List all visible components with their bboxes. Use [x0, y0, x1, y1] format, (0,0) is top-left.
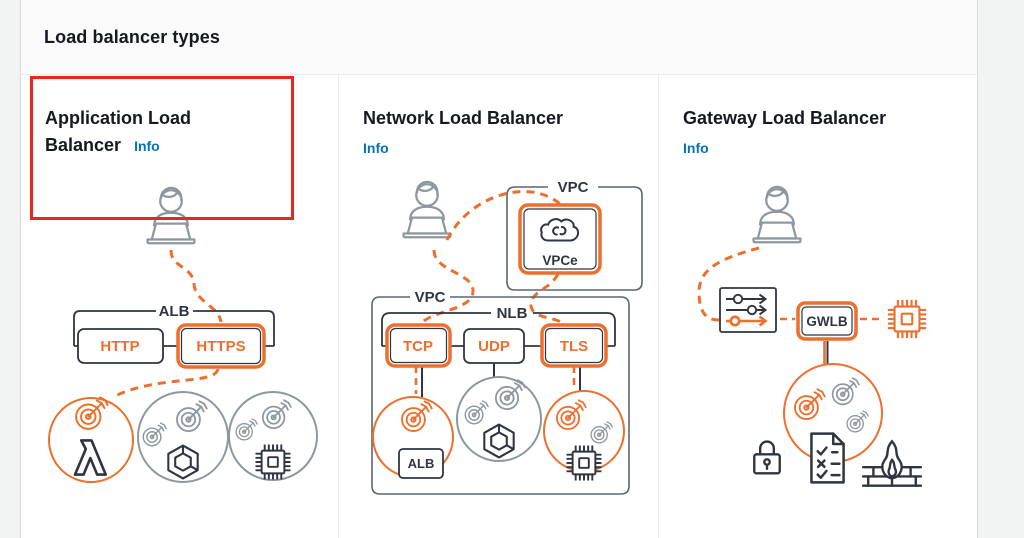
dashed-flow-line [114, 368, 220, 398]
target-group-circle [228, 391, 318, 481]
firewall-icon [861, 440, 923, 487]
panel-header: Load balancer types [21, 0, 977, 75]
card-network-load-balancer[interactable]: Network Load Balancer Info VPC VPCe VPC … [338, 75, 658, 538]
target-group-circle [137, 391, 229, 483]
alb-target-box [398, 448, 444, 479]
info-link[interactable]: Info [363, 140, 389, 156]
container-icon [167, 444, 199, 480]
chip-icon [886, 298, 928, 340]
cards-row: Application Load Balancer Info ALB HTTP … [21, 75, 977, 538]
card-application-load-balancer[interactable]: Application Load Balancer Info ALB HTTP … [21, 75, 338, 538]
target-icon [261, 399, 292, 430]
vpc-bracket [371, 296, 630, 495]
http-label: HTTP [100, 338, 139, 355]
vpc-label: VPC [558, 179, 589, 196]
chip-icon [565, 444, 603, 482]
https-box-inner [180, 327, 262, 365]
target-icon [235, 418, 258, 441]
container-icon [483, 423, 515, 459]
vpce-box-inner [523, 208, 597, 270]
gwlb-box [796, 301, 858, 341]
vpce-box [518, 203, 602, 275]
udp-box [463, 328, 525, 364]
gwlb-diagram: GWLB [697, 185, 928, 487]
gwlb-box-inner [801, 306, 853, 336]
card-title-text: Network Load Balancer [363, 108, 564, 128]
tls-box [540, 323, 608, 368]
target-icon [590, 421, 613, 444]
nlb-bracket [381, 312, 616, 346]
target-icon [464, 400, 489, 425]
alb-diagram: ALB HTTP HTTPS [48, 186, 318, 483]
target-icon [401, 400, 433, 432]
target-icon [75, 396, 109, 430]
vpce-label: VPCe [542, 253, 578, 268]
dashed-flow-line [418, 249, 475, 326]
card-gateway-load-balancer[interactable]: Gateway Load Balancer Info GWL [658, 75, 977, 538]
tls-label: TLS [560, 338, 588, 355]
target-group-circle [48, 397, 134, 483]
checklist-icon [810, 432, 845, 484]
nlb-diagram: VPC VPCe VPC NLB TCP UDP [371, 179, 643, 495]
card-title: Network Load Balancer Info [363, 105, 634, 162]
person-icon [402, 180, 452, 239]
target-icon [846, 410, 869, 433]
card-title-text: Gateway Load Balancer [683, 108, 887, 128]
target-icon [494, 379, 526, 411]
card-title-text: Application Load Balancer [45, 108, 191, 155]
nlb-label: NLB [497, 305, 528, 322]
target-group-circle [456, 376, 542, 462]
udp-label: UDP [478, 338, 510, 355]
target-icon [831, 377, 860, 406]
gwlb-label: GWLB [806, 314, 847, 329]
card-title: Gateway Load Balancer Info [683, 105, 953, 162]
alb-bracket [73, 310, 275, 346]
dashed-flow-line [529, 273, 566, 327]
target-icon [176, 400, 208, 432]
lambda-icon [73, 439, 108, 476]
tcp-box [385, 323, 452, 368]
target-icon [794, 388, 826, 420]
target-connector [421, 363, 581, 397]
http-box [77, 328, 164, 364]
alb-target-label: ALB [408, 456, 435, 471]
card-title: Application Load Balancer Info [45, 105, 250, 160]
https-label: HTTPS [196, 338, 245, 355]
tls-box-inner [544, 327, 604, 364]
alb-label: ALB [159, 303, 190, 320]
route-table-icon [719, 287, 777, 333]
target-icon [555, 399, 587, 431]
vpc-endpoint-bracket [506, 186, 643, 291]
lock-icon [753, 440, 781, 475]
person-icon [752, 185, 802, 244]
tcp-box-inner [389, 327, 448, 364]
https-box [176, 323, 266, 369]
page-title: Load balancer types [44, 26, 220, 47]
chip-icon [254, 443, 292, 481]
person-icon [146, 186, 196, 245]
tcp-label: TCP [403, 338, 433, 355]
info-link[interactable]: Info [134, 138, 160, 154]
target-icon [142, 422, 167, 447]
info-link[interactable]: Info [683, 140, 709, 156]
vpc-label: VPC [415, 289, 446, 306]
load-balancer-types-panel: Load balancer types Application Load Bal… [20, 0, 978, 538]
dashed-flow-line [445, 190, 561, 241]
